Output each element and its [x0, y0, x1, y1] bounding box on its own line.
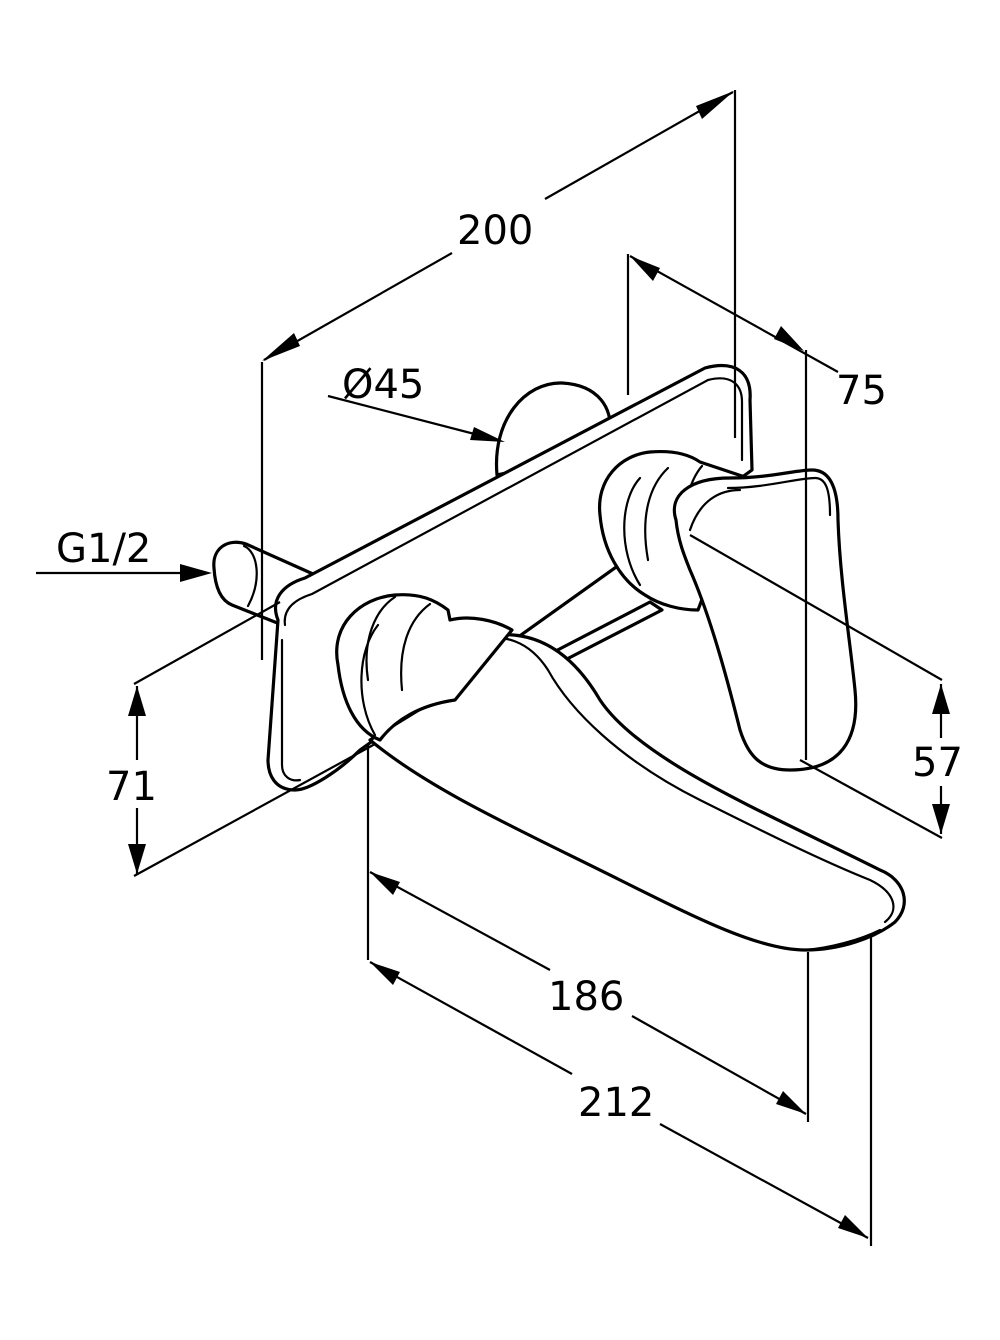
- dimension-200: [260, 90, 737, 660]
- dimension-75: [626, 254, 839, 760]
- dimension-71: [128, 601, 376, 877]
- dimension-diameter-45: [327, 394, 505, 442]
- dimension-thread: [36, 564, 212, 582]
- dimension-57: [689, 534, 950, 839]
- dimension-label-57: 57: [912, 740, 963, 786]
- dimension-label-212: 212: [578, 1080, 654, 1126]
- spout-underside: [546, 600, 664, 662]
- dimension-186: [366, 744, 810, 1122]
- left-cartridge: [335, 593, 514, 742]
- dimension-label-71: 71: [106, 764, 157, 810]
- dimension-label-diameter: Ø45: [342, 362, 424, 408]
- dimension-label-75: 75: [836, 368, 887, 414]
- dimension-label-200: 200: [457, 208, 533, 254]
- right-handle: [672, 468, 858, 772]
- dimension-label-thread: G1/2: [56, 526, 151, 572]
- dimension-label-186: 186: [548, 974, 624, 1020]
- dimension-212: [369, 934, 873, 1246]
